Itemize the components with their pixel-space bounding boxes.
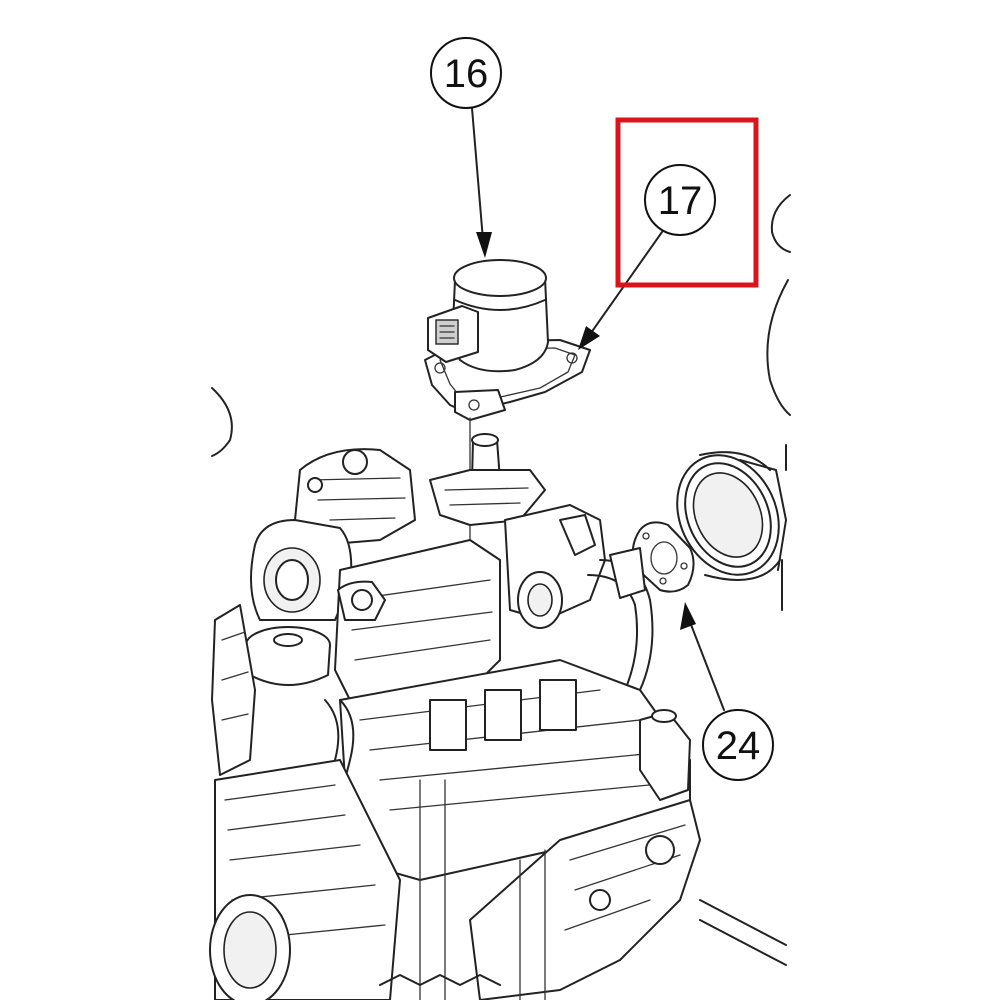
pipe-flange-part	[676, 451, 787, 581]
egr-valve-part-16	[424, 259, 591, 413]
callout-16: 16	[430, 37, 502, 109]
arrowhead-16	[476, 232, 492, 258]
callout-16-label: 16	[444, 52, 489, 96]
engine-block	[209, 448, 787, 1000]
plate-tab-hole	[468, 399, 480, 411]
callout-17-label: 17	[658, 179, 703, 223]
leader-line-16	[471, 107, 484, 241]
arrowhead-17	[578, 326, 600, 350]
callout-17: 17	[644, 164, 716, 236]
pipe-stub	[429, 433, 546, 526]
leader-line-24	[689, 621, 725, 711]
right-edge-line	[781, 444, 787, 611]
highlight-box	[615, 117, 759, 288]
arrowhead-24	[680, 602, 696, 630]
plate-tab	[454, 389, 506, 421]
left-partial-arc	[211, 387, 233, 457]
callout-24: 24	[702, 709, 774, 781]
callout-24-label: 24	[716, 724, 761, 768]
right-small-arc	[770, 194, 791, 253]
right-large-arc	[766, 279, 791, 416]
